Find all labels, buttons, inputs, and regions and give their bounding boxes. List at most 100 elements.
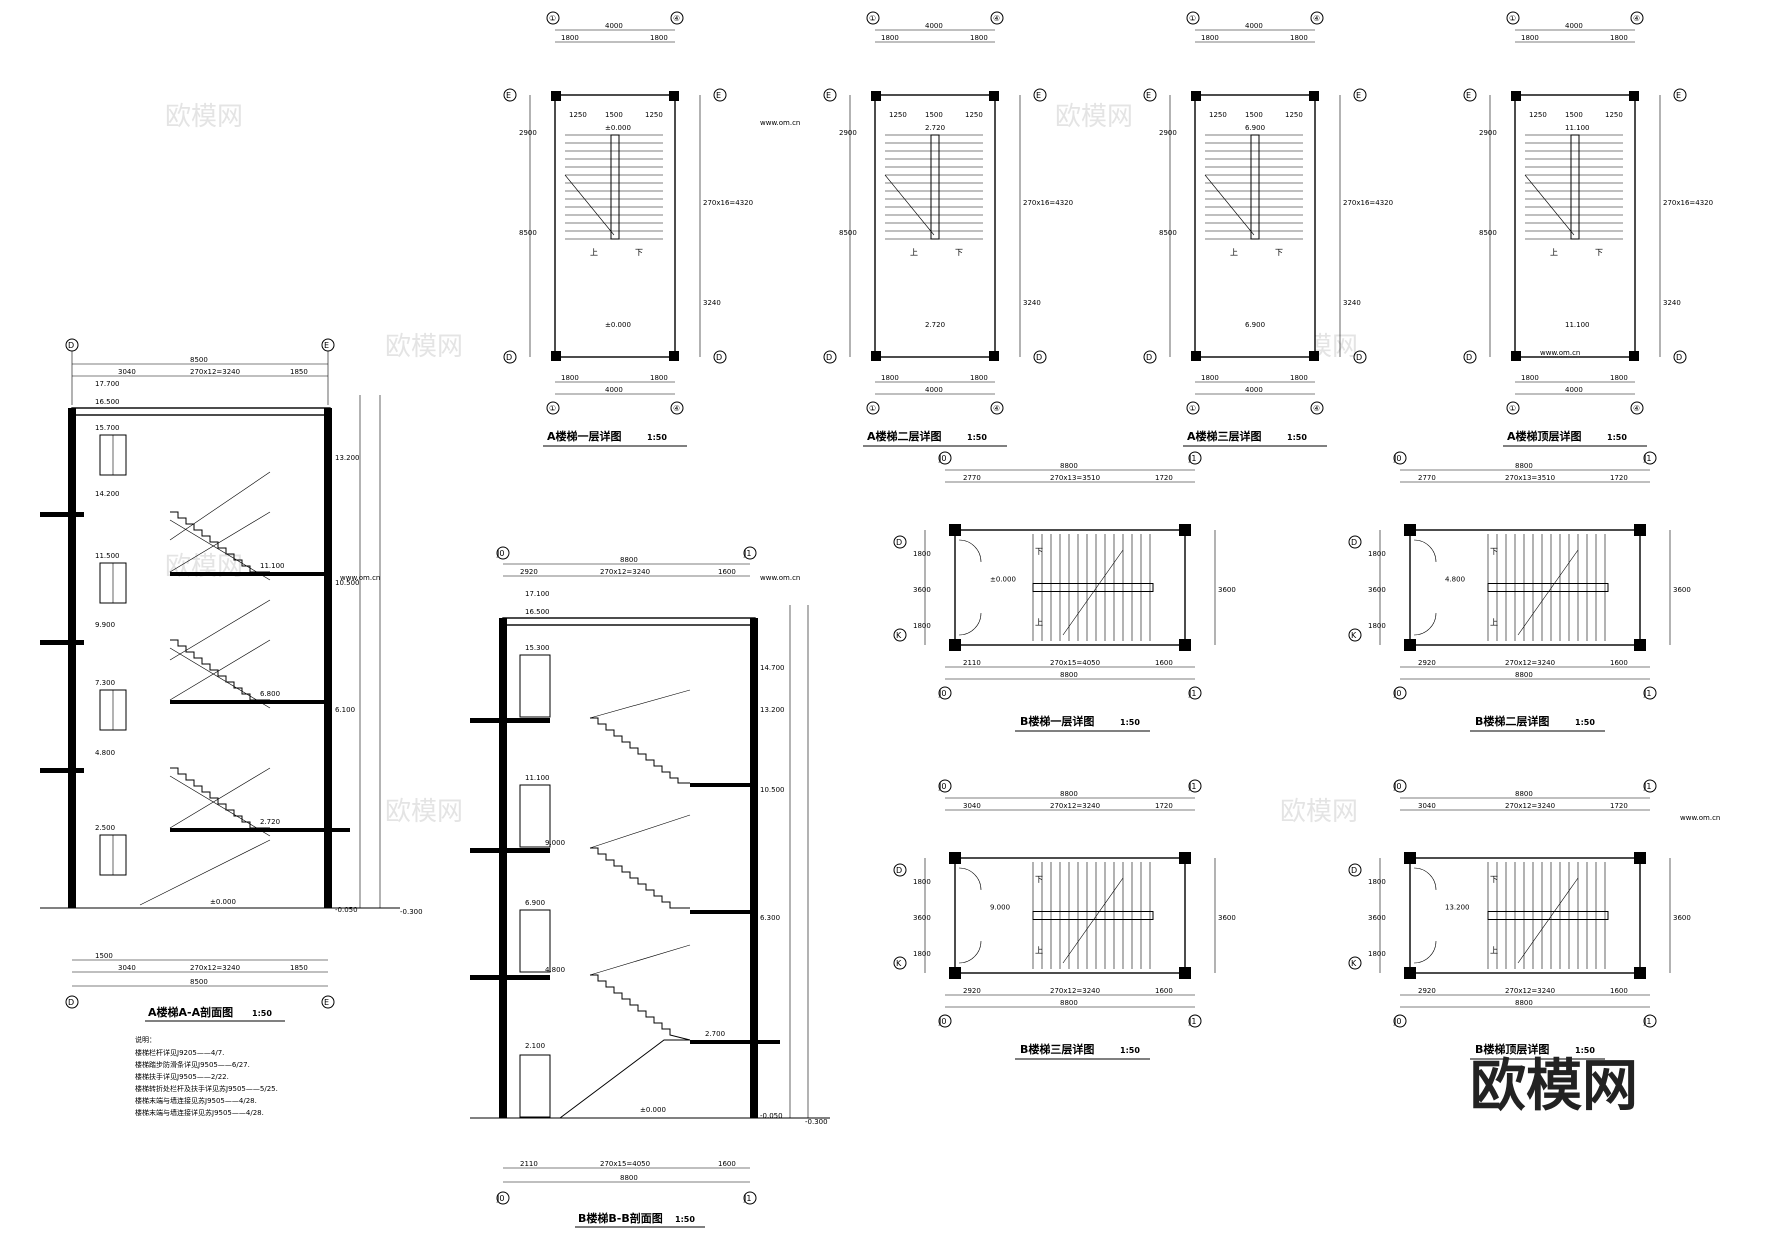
axis-label: ④ [673, 14, 680, 23]
dim-total: 8800 [1060, 671, 1078, 679]
dim-text: 1720 [1610, 802, 1628, 810]
stair-up-mark: 上 [590, 248, 598, 257]
drawing-scale: 1:50 [1287, 433, 1307, 442]
dim-text: 1800 [970, 374, 988, 382]
stair-up-mark: 上 [1035, 618, 1043, 627]
dim-total: 8800 [1060, 462, 1078, 470]
dim-total: 8800 [1515, 790, 1533, 798]
watermark-url: www.om.cn [1540, 349, 1580, 357]
level-label: 14.700 [760, 664, 785, 672]
level-label: 2.720 [925, 321, 945, 329]
axis-label: K [1351, 631, 1357, 640]
axis-label: D [896, 866, 902, 875]
dim-text: 1800 [970, 34, 988, 42]
dim-text: 1720 [1155, 474, 1173, 482]
dim-total: 8800 [620, 556, 638, 564]
axis-label: D [68, 341, 74, 350]
axis-label: ④ [1313, 404, 1320, 413]
axis-label: J0 [938, 689, 946, 698]
dim-text: 270x15=4050 [600, 1160, 650, 1168]
stair-down-mark: 下 [1035, 547, 1043, 556]
dim-text: 1600 [1610, 659, 1628, 667]
axis-label: J1 [743, 549, 751, 558]
drawing-scale: 1:50 [647, 433, 667, 442]
dim-text: 3600 [913, 914, 931, 922]
level-label: ±0.000 [210, 898, 236, 906]
dim-text: 1800 [913, 950, 931, 958]
axis-label: E [826, 91, 831, 100]
axis-label: D [896, 538, 902, 547]
dim-text: 1250 [965, 111, 983, 119]
axis-label: E [1356, 91, 1361, 100]
level-label: 4.800 [95, 749, 115, 757]
dim-text: 270x16=4320 [1663, 199, 1713, 207]
dim-text: 1250 [569, 111, 587, 119]
dim-text: 2920 [1418, 659, 1436, 667]
roof-slab [502, 617, 756, 626]
dim-text: 1250 [1605, 111, 1623, 119]
notes-heading: 说明： [135, 1035, 156, 1044]
dim-text: 3600 [1218, 586, 1236, 594]
level-label: 15.700 [95, 424, 120, 432]
dim-text: 2920 [520, 568, 538, 576]
dim-text: 3600 [1673, 914, 1691, 922]
level-label: 2.500 [95, 824, 115, 832]
dim-text: 270x12=3240 [1050, 987, 1100, 995]
stair-down-mark: 下 [635, 248, 643, 257]
watermark: 欧模网 [385, 797, 463, 827]
left-wall [68, 408, 76, 908]
roof-slab [71, 407, 331, 416]
axis-label: E [1036, 91, 1041, 100]
dim-text: 1800 [1201, 34, 1219, 42]
drawing-scale: 1:50 [967, 433, 987, 442]
dim-text: 1800 [561, 34, 579, 42]
level-label: 13.200 [335, 454, 360, 462]
brand-watermark: 欧模网 [1470, 1054, 1638, 1119]
dim-text: 1600 [1155, 659, 1173, 667]
dim-text: 1800 [1368, 622, 1386, 630]
dim-text: 1250 [1285, 111, 1303, 119]
axis-label: J0 [1393, 782, 1401, 791]
watermark: 欧模网 [1055, 102, 1133, 132]
axis-label: E [1466, 91, 1471, 100]
level-label: 6.900 [1245, 321, 1265, 329]
drawing-title: B楼梯一层详图 [1020, 714, 1094, 728]
level-label: 9.000 [545, 839, 565, 847]
axis-label: J0 [1393, 1017, 1401, 1026]
note-line: 楼梯末端与墙连接见苏J9505——4/28. [135, 1096, 257, 1105]
level-label: 11.500 [95, 552, 120, 560]
level-label: 7.300 [95, 679, 115, 687]
dim-text: 1850 [290, 964, 308, 972]
dim-text: 2900 [839, 129, 857, 137]
dim-total: 8800 [620, 1174, 638, 1182]
dim-text: 3240 [1663, 299, 1681, 307]
left-wall [499, 618, 507, 1118]
dim-total: 4000 [1565, 386, 1583, 394]
dim-text: 1800 [913, 878, 931, 886]
drawing-title: A楼梯二层详图 [867, 429, 942, 443]
drawing-title: A楼梯一层详图 [547, 429, 622, 443]
drawing-title: A楼梯三层详图 [1187, 429, 1262, 443]
level-label: 6.100 [335, 706, 355, 714]
level-label: 11.100 [1565, 124, 1590, 132]
stair-up-mark: 上 [1490, 946, 1498, 955]
level-label: 2.720 [260, 818, 280, 826]
level-label: 13.200 [760, 706, 785, 714]
level-label: 2.700 [705, 1030, 725, 1038]
drawing-title: B楼梯二层详图 [1475, 714, 1549, 728]
axis-label: E [506, 91, 511, 100]
level-label: 14.200 [95, 490, 120, 498]
level-label: ±0.000 [605, 321, 631, 329]
a-section-drawing: D E 8500 3040 270x12=3240 1850 [40, 338, 423, 1117]
stair-down-mark: 下 [1490, 875, 1498, 884]
level-label: 17.700 [95, 380, 120, 388]
axis-label: ④ [993, 14, 1000, 23]
note-line: 楼梯扶手详见J9505——2/22. [135, 1072, 229, 1081]
dim-text: 270x16=4320 [703, 199, 753, 207]
